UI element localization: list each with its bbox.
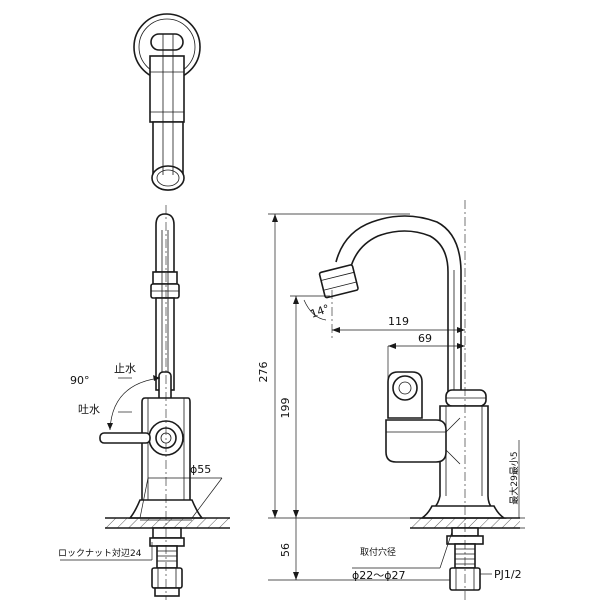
stop-water-label: 止水 — [114, 362, 136, 375]
lock-nut-label: ロックナット対辺24 — [58, 547, 142, 559]
below-counter-label: 56 — [279, 543, 292, 557]
front-view — [318, 200, 520, 600]
base-diameter-dimension — [139, 477, 223, 521]
side-view — [99, 205, 230, 600]
counter-thickness-label: 最大29最小5 — [508, 451, 520, 504]
lock-nut-leader — [60, 542, 153, 561]
lever-angle-label: 90° — [70, 374, 90, 387]
reach-outer-label: 119 — [388, 315, 409, 328]
base-diameter-label: ϕ55 — [190, 463, 211, 476]
mount-hole-range-label: ϕ22～ϕ27 — [352, 569, 406, 582]
reach-inner-label: 69 — [418, 332, 432, 345]
spout-angle-label: 14° — [309, 302, 332, 321]
mount-hole-label: 取付穴径 — [360, 546, 396, 558]
spout-height-label: 199 — [279, 398, 292, 419]
front-dimensions — [268, 213, 525, 581]
top-view — [133, 13, 201, 191]
thread-label: PJ1/2 — [494, 568, 522, 581]
total-height-label: 276 — [257, 362, 270, 383]
text-labels: 止水 90° 吐水 ϕ55 ロックナット対辺24 276 199 56 119 … — [58, 302, 522, 582]
lever-angle-annotation — [107, 375, 161, 431]
discharge-water-label: 吐水 — [78, 403, 100, 416]
